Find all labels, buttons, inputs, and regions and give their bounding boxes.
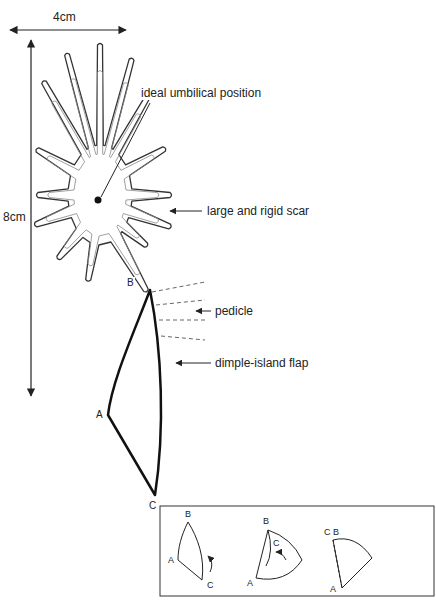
flap-folding-steps: [178, 522, 372, 588]
point-letter: C: [148, 500, 157, 511]
leader-arrow: [176, 363, 211, 364]
pedicle-lines: [152, 282, 205, 340]
point-letter: A: [95, 409, 104, 420]
leader-arrow: [170, 211, 202, 212]
point-letter: A: [329, 584, 337, 594]
point-letter: C: [323, 527, 332, 537]
scar-inner-outline: [46, 71, 159, 275]
point-letter: B: [262, 516, 270, 526]
point-letter: A: [246, 578, 254, 588]
scar-outline: [35, 44, 172, 292]
callout-label: large and rigid scar: [206, 204, 310, 218]
callout-label: ideal umbilical position: [140, 86, 262, 100]
height-dimension: [30, 40, 31, 396]
point-letter: C: [272, 538, 281, 548]
inset-box: [160, 506, 434, 596]
leader-line: [101, 103, 150, 197]
dimension-label: 8cm: [2, 210, 27, 224]
callout-label: dimple-island flap: [214, 356, 309, 370]
point-letter: B: [126, 277, 135, 288]
umbilical-dot: [95, 197, 102, 204]
point-letter: B: [332, 527, 340, 537]
point-letter: C: [206, 580, 215, 590]
point-letter: B: [184, 509, 192, 519]
callout-label: pedicle: [214, 304, 254, 318]
dimension-label: 4cm: [52, 10, 77, 24]
leader-arrow: [196, 311, 211, 312]
point-letter: A: [167, 555, 175, 565]
dimple-island-flap: [108, 290, 161, 495]
width-dimension: [10, 29, 126, 30]
